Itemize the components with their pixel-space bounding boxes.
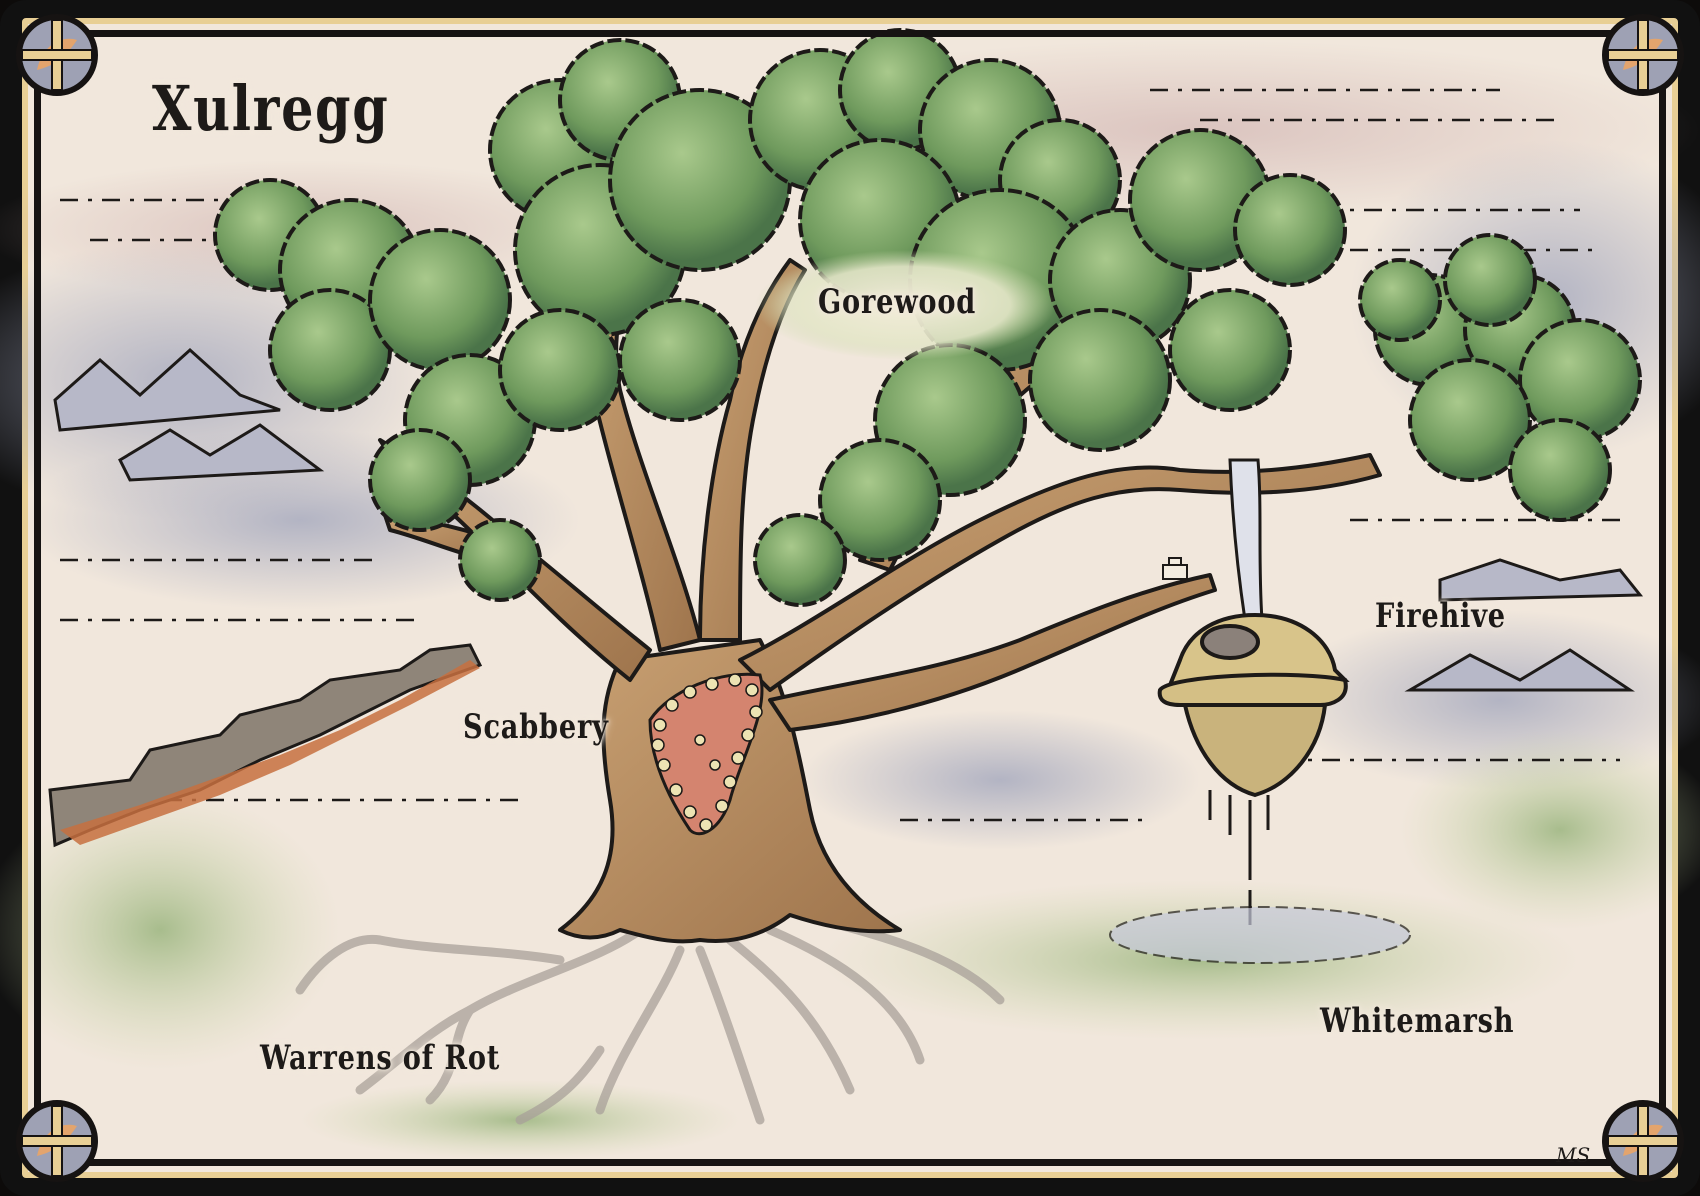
gorewood-clearing — [755, 250, 1055, 360]
branch-house — [1162, 557, 1188, 580]
scabbery-wound — [648, 672, 764, 836]
map-title: Xulregg — [152, 72, 390, 145]
whitemarsh-pool — [1109, 906, 1411, 964]
corner-ornament-bottom-left-icon — [16, 1100, 98, 1182]
location-label-firehive[interactable]: Firehive — [1375, 596, 1506, 636]
mountains-west — [53, 347, 325, 482]
location-label-warrens-of-rot[interactable]: Warrens of Rot — [260, 1038, 501, 1078]
hive-stalk — [1228, 458, 1264, 622]
firehive-nest — [1157, 612, 1350, 798]
location-label-scabbery[interactable]: Scabbery — [463, 707, 609, 747]
corner-ornament-top-right-icon — [1602, 14, 1684, 96]
location-label-gorewood[interactable]: Gorewood — [818, 282, 977, 322]
chasm — [48, 643, 483, 848]
artist-signature: MS — [1556, 1143, 1591, 1167]
mountains-east — [1404, 558, 1644, 692]
corner-ornament-top-left-icon — [16, 14, 98, 96]
corner-ornament-bottom-right-icon — [1602, 1100, 1684, 1182]
roots-warrens — [295, 915, 1005, 1125]
location-label-whitemarsh[interactable]: Whitemarsh — [1320, 1001, 1515, 1041]
